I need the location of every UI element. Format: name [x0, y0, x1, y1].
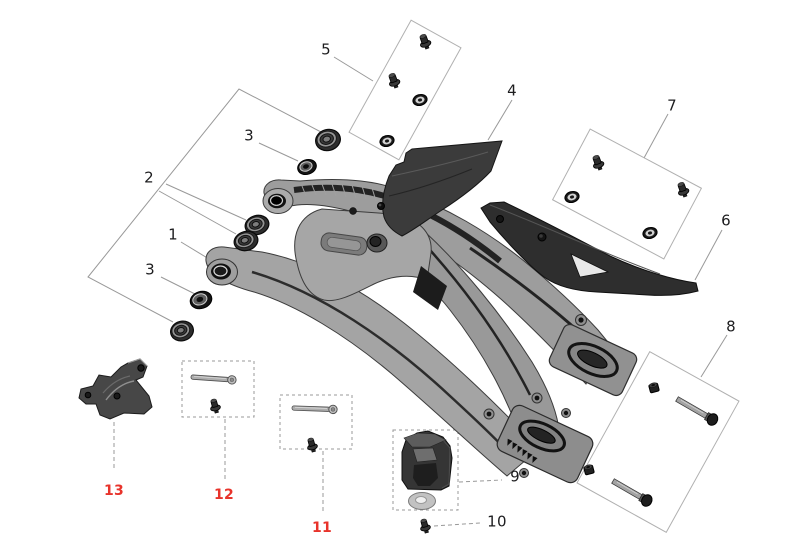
- leader-4: [487, 99, 513, 141]
- lower-axle-block: [496, 404, 594, 484]
- bracket-part: [78, 358, 153, 420]
- nut-part: [648, 382, 660, 394]
- leader-3b: [160, 276, 196, 295]
- chain-slider-part: [401, 430, 453, 491]
- washer-part: [564, 190, 580, 204]
- callout-11: 11: [311, 520, 333, 536]
- nut-part: [583, 464, 595, 476]
- bearing-part: [315, 128, 341, 152]
- bolt-part: [210, 398, 221, 414]
- leader-3a: [258, 142, 299, 162]
- group-box-12: [181, 360, 255, 418]
- bolt-part: [592, 155, 605, 171]
- leader-8: [700, 334, 728, 378]
- callout-7: 7: [667, 96, 677, 115]
- pin-part: [291, 404, 338, 415]
- callout-5: 5: [321, 40, 331, 59]
- bolt-part: [307, 437, 318, 453]
- callout-8: 8: [726, 317, 736, 336]
- seal-part: [297, 158, 317, 176]
- callout-1: 1: [168, 225, 178, 244]
- group-box-7: [551, 128, 703, 260]
- callout-6: 6: [721, 211, 731, 230]
- callout-2: 2: [144, 168, 154, 187]
- swingarm-part: [205, 179, 638, 484]
- washer-part: [412, 93, 428, 107]
- callout-13: 13: [103, 483, 125, 499]
- group-box-11: [279, 394, 353, 450]
- callout-9: 9: [510, 467, 520, 486]
- bridge-pocket: [320, 232, 368, 256]
- seal-part: [189, 290, 213, 310]
- leader-2a: [165, 183, 247, 221]
- leader-2b: [158, 190, 237, 235]
- washer-part: [642, 226, 658, 240]
- bearing-part: [233, 230, 259, 252]
- leader-9: [458, 479, 503, 483]
- callout-10: 10: [487, 512, 507, 531]
- bolt-part: [388, 73, 401, 89]
- leader-5: [333, 56, 374, 82]
- chain-guard-cutout: [570, 253, 610, 278]
- pin-part: [190, 374, 237, 385]
- leader-6: [694, 229, 723, 281]
- chain-slider-teeth: [507, 438, 538, 463]
- bolt-part: [420, 518, 431, 534]
- group-box-9: [392, 429, 459, 511]
- adjuster-bolt-part: [611, 478, 653, 507]
- leader-lines: [87, 56, 728, 527]
- callout-4: 4: [507, 81, 517, 100]
- washer-part: [408, 492, 436, 510]
- mud-guard-bolt: [377, 202, 385, 210]
- mud-guard-part: [377, 140, 503, 237]
- group-box-8: [576, 350, 740, 534]
- chain-guard-part: [480, 201, 699, 296]
- bearing-part: [244, 214, 270, 236]
- bolt-part: [419, 34, 432, 50]
- upper-axle-block: [548, 323, 638, 397]
- group-boxes: [181, 19, 740, 534]
- callout-12: 12: [213, 487, 235, 503]
- bearing-part: [170, 320, 194, 342]
- callout-3-upper: 3: [244, 126, 254, 145]
- washer-part: [379, 134, 395, 148]
- leader-10: [433, 522, 481, 527]
- adjuster-bolt-part: [675, 396, 719, 426]
- group-box-5: [348, 19, 462, 161]
- callout-3-lower: 3: [145, 260, 155, 279]
- shadow-wedge: [413, 266, 447, 310]
- leader-2-zigzag: [87, 88, 322, 323]
- leader-1: [180, 241, 210, 260]
- bolt-part: [677, 182, 690, 198]
- leader-7: [643, 113, 669, 159]
